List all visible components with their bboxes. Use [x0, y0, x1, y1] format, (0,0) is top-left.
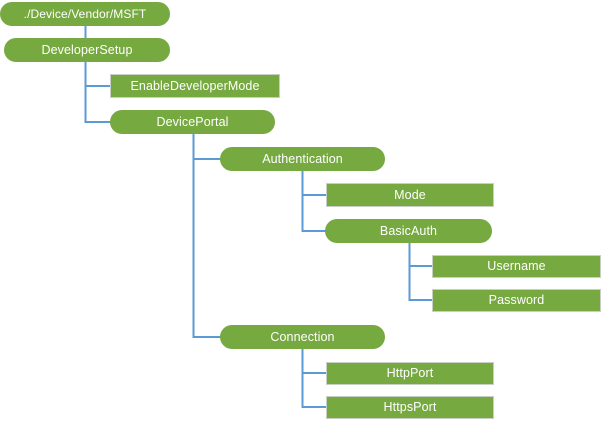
tree-node-label: Username: [487, 259, 546, 274]
tree-node-label: EnableDeveloperMode: [130, 78, 260, 93]
tree-node-label: DevicePortal: [156, 114, 229, 129]
tree-node-label: Password: [488, 293, 545, 308]
tree-node-label: Authentication: [262, 151, 343, 166]
tree-node-mode[interactable]: Mode: [326, 183, 494, 207]
edge-connection-httpsport: [301, 348, 327, 408]
edge-authentication-basicauth: [301, 170, 326, 232]
tree-node-label: DeveloperSetup: [41, 42, 133, 57]
edge-connection-httpport: [301, 348, 327, 374]
tree-node-label: Mode: [394, 187, 426, 202]
edge-authentication-mode: [301, 170, 327, 196]
edge-basicauth-username: [408, 242, 433, 267]
tree-node-label: BasicAuth: [379, 223, 438, 238]
tree-node-httpsport[interactable]: HttpsPort: [326, 396, 494, 419]
tree-node-label: HttpsPort: [383, 400, 437, 415]
tree-node-root[interactable]: ./Device/Vendor/MSFT: [0, 2, 170, 26]
edge-developersetup-deviceportal: [84, 61, 111, 123]
tree-node-enabledevelopermode[interactable]: EnableDeveloperMode: [110, 74, 280, 98]
tree-node-developersetup[interactable]: DeveloperSetup: [4, 38, 170, 62]
tree-node-deviceportal[interactable]: DevicePortal: [110, 110, 275, 134]
tree-node-username[interactable]: Username: [432, 255, 601, 278]
edge-developersetup-enabledevelopermode: [84, 61, 111, 87]
tree-node-authentication[interactable]: Authentication: [220, 147, 385, 171]
tree-node-label: ./Device/Vendor/MSFT: [23, 7, 147, 21]
edge-basicauth-password: [408, 242, 433, 301]
tree-node-connection[interactable]: Connection: [220, 325, 385, 349]
tree-node-basicauth[interactable]: BasicAuth: [325, 219, 492, 243]
edge-deviceportal-authentication: [192, 133, 221, 160]
edge-deviceportal-connection: [192, 133, 221, 338]
tree-node-password[interactable]: Password: [432, 289, 601, 312]
tree-node-label: Connection: [270, 329, 335, 344]
tree-node-httpport[interactable]: HttpPort: [326, 362, 494, 385]
tree-node-label: HttpPort: [386, 366, 434, 381]
